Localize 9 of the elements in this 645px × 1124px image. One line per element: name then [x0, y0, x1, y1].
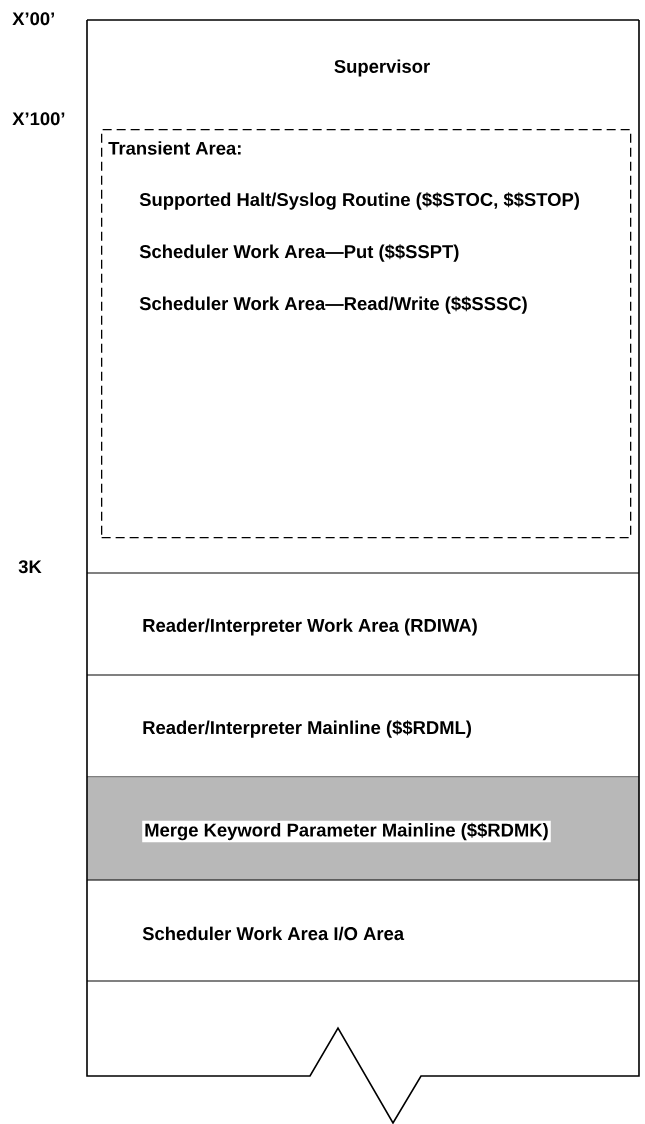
- dashed-area-box: Transient Area: Supported Halt/Syslog Routine ($$STOC, $$STOP) Scheduler Work Area—Put ($$SSPT) Scheduler Work Area—Read/Write ($$SSSC): [101, 129, 632, 539]
- address-label: 3K: [18, 560, 42, 574]
- address-label: X’100’: [12, 112, 65, 126]
- memory-band: [86, 980, 640, 1124]
- memory-band: Reader/Interpreter Mainline ($$RDML): [86, 674, 640, 778]
- memory-band: Scheduler Work Area I/O Area: [86, 879, 640, 982]
- memory-band: Merge Keyword Parameter Mainline ($$RDMK): [86, 776, 640, 881]
- address-label: X’00’: [12, 12, 54, 26]
- memory-band: Reader/Interpreter Work Area (RDIWA): [86, 572, 640, 676]
